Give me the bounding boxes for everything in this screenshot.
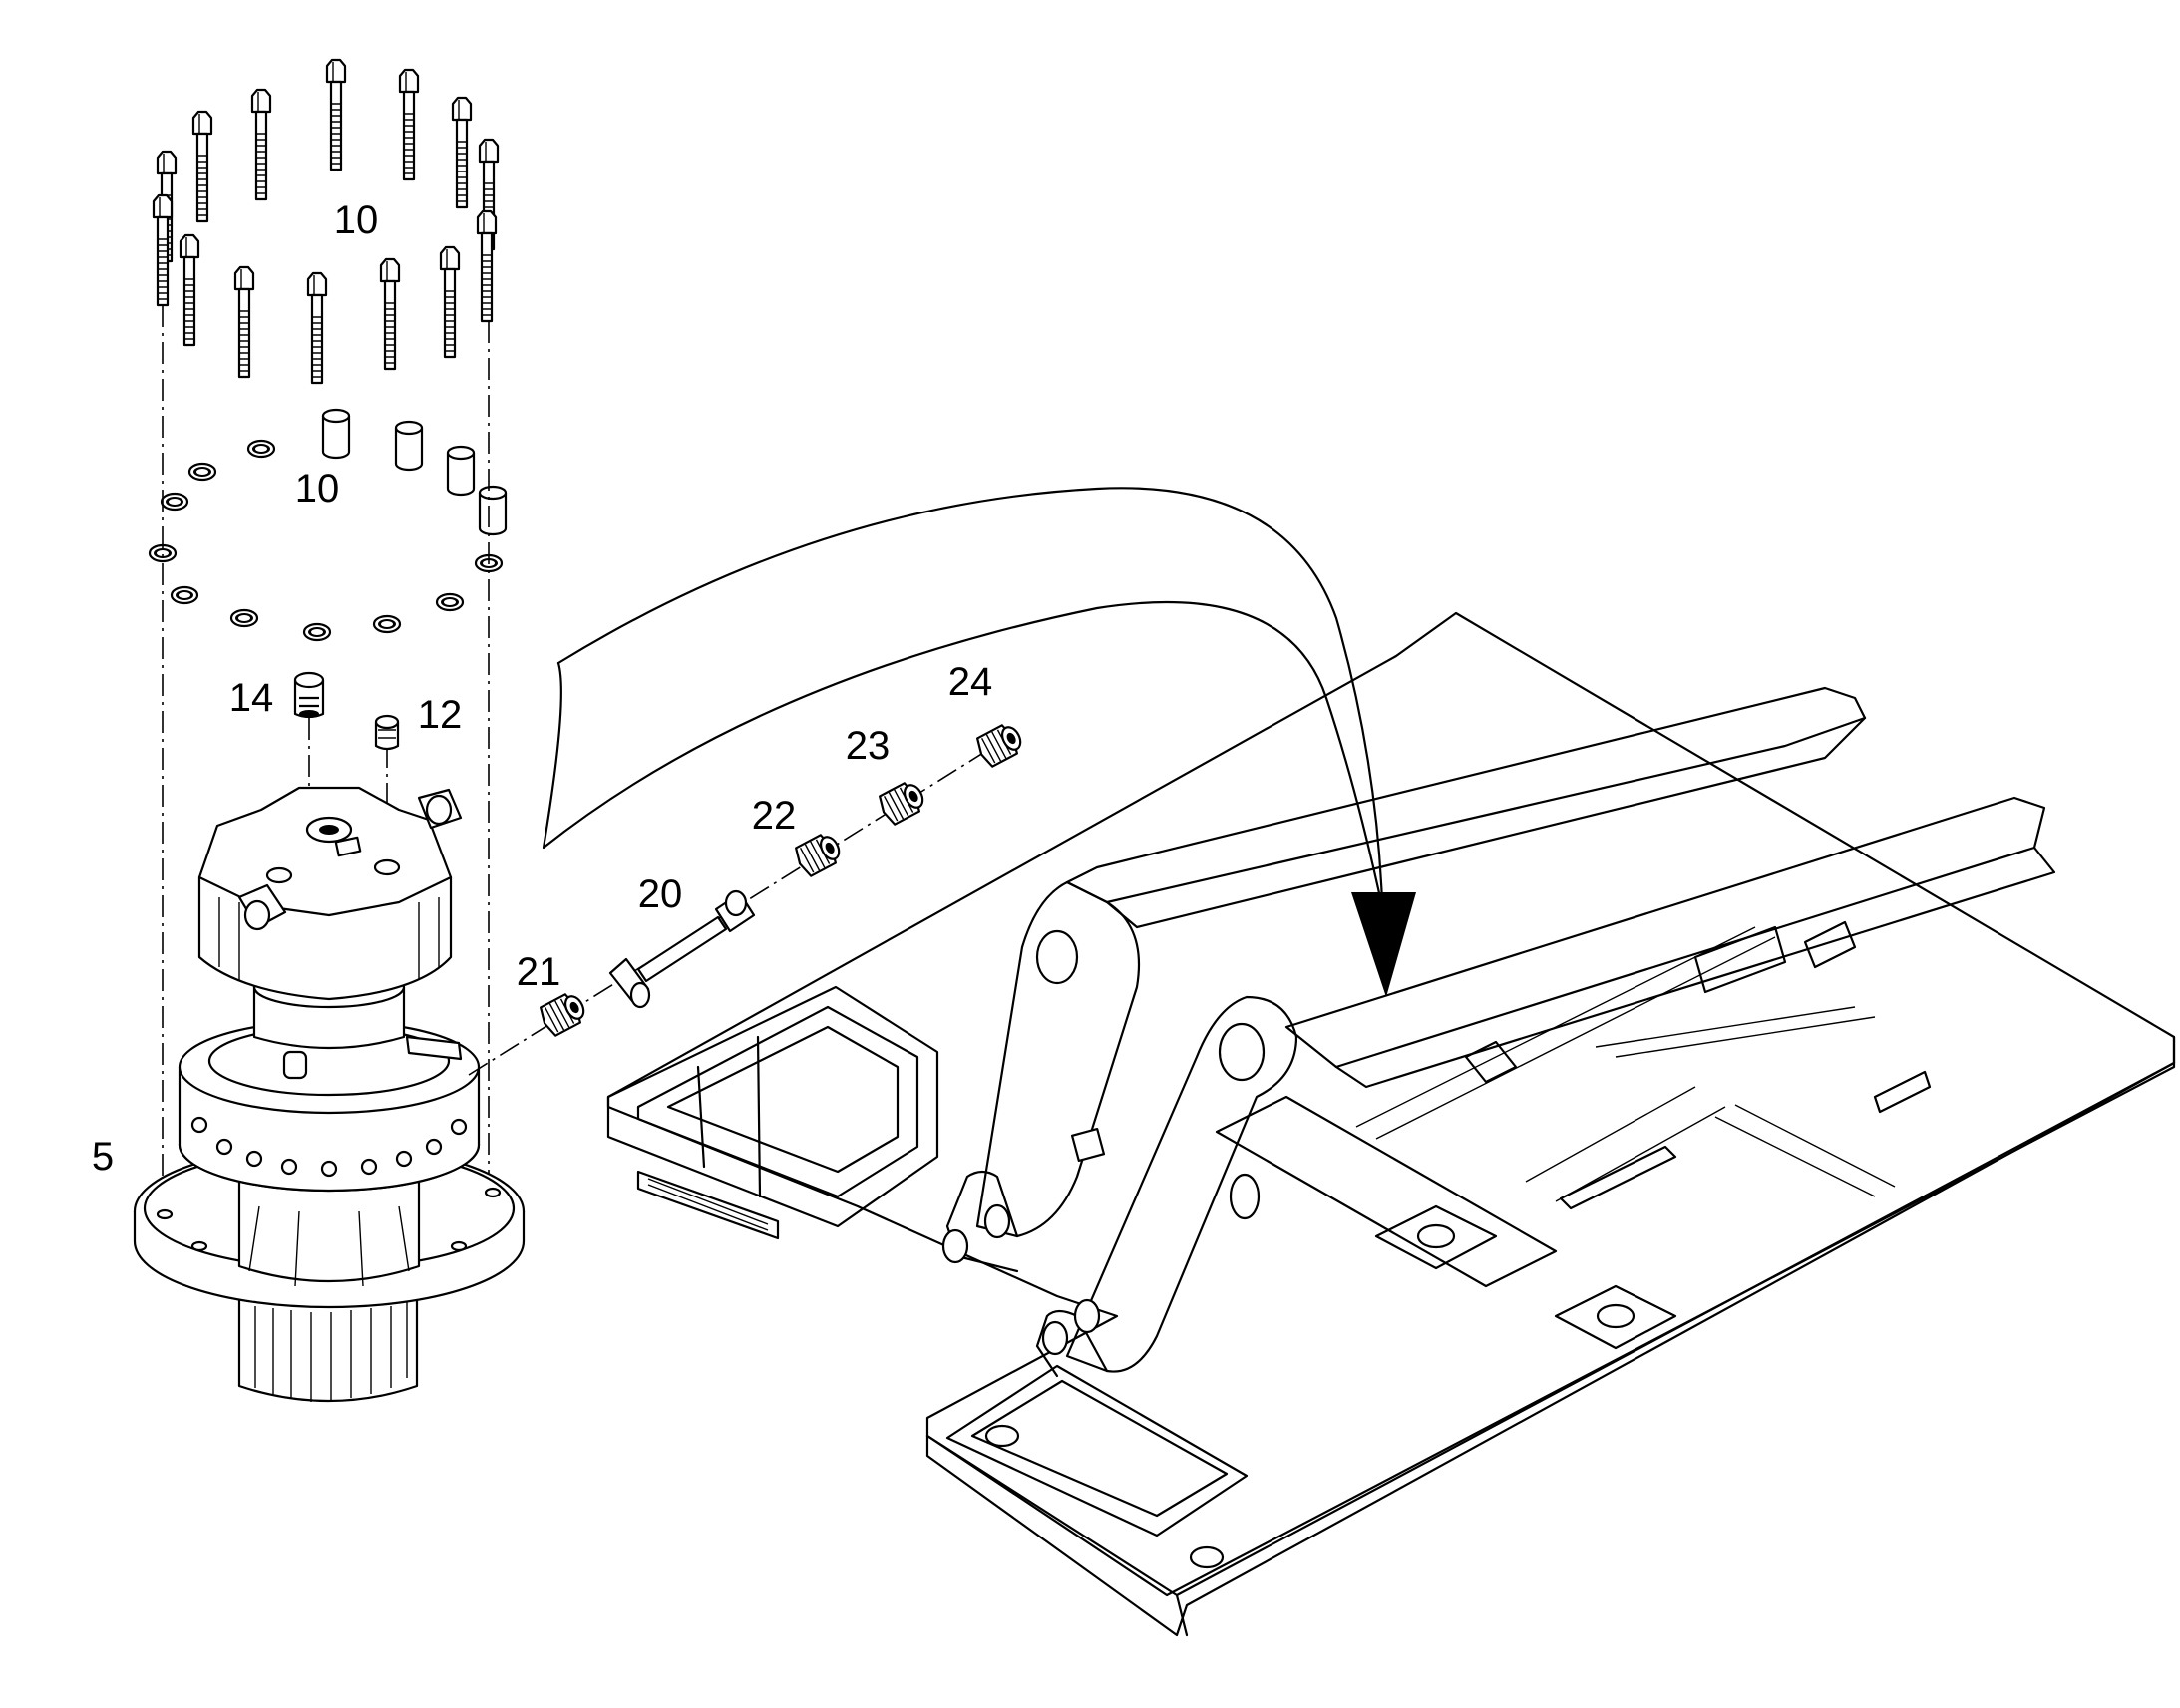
swing-motor — [133, 786, 526, 1403]
fitting-21 — [536, 988, 590, 1039]
callout-fitting-24: 24 — [948, 660, 993, 704]
fitting-24 — [972, 719, 1027, 770]
callout-fitting-12: 12 — [418, 693, 463, 737]
bolt-group — [152, 58, 500, 385]
callout-washers: 10 — [295, 467, 340, 511]
fitting-22 — [791, 829, 846, 879]
callout-fitting-23: 23 — [846, 724, 891, 768]
callout-fitting-14: 14 — [229, 676, 274, 720]
fitting-14 — [293, 671, 325, 719]
callout-fitting-21: 21 — [517, 950, 561, 994]
callout-fitting-22: 22 — [752, 794, 797, 838]
hose-20 — [608, 889, 756, 1009]
callout-hose-20: 20 — [638, 872, 683, 916]
fitting-12 — [374, 714, 400, 751]
callout-swing-motor: 5 — [92, 1135, 114, 1179]
fitting-23 — [875, 777, 929, 828]
location-arrow — [542, 487, 1416, 997]
callout-bolts: 10 — [334, 198, 379, 242]
upper-frame — [606, 611, 2176, 1637]
washer-group — [148, 408, 508, 642]
